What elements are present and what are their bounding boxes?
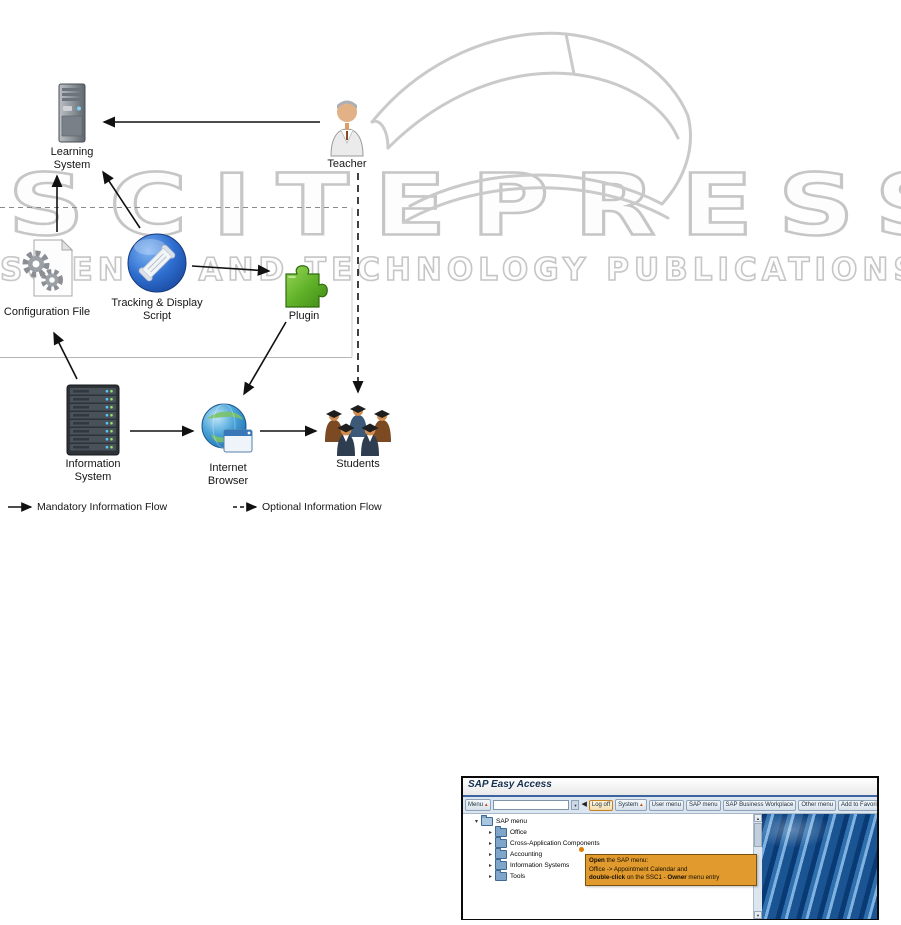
callout-dot: [579, 847, 584, 852]
sap-business-workplace-button[interactable]: SAP Business Workplace: [722, 799, 797, 811]
tracking-script-label: Tracking & Display Script: [111, 297, 203, 322]
sap-water-wallpaper: [762, 814, 877, 919]
tree-item-accounting[interactable]: ▸ Accounting: [463, 848, 753, 860]
tree-item-label: SAP menu: [496, 818, 527, 825]
open-book-watermark-graphic: [370, 31, 692, 224]
system-button[interactable]: System▲: [615, 799, 647, 811]
teacher-icon: [330, 100, 364, 157]
menu-dropdown-icon: ▲: [484, 802, 489, 807]
tree-item-office[interactable]: ▸ Office: [463, 826, 753, 838]
sap-easy-access-window: SAP Easy Access Menu▲ ▾ ◀ Log off System…: [461, 776, 879, 920]
tree-item-tools[interactable]: ▸ Tools: [463, 870, 753, 882]
sap-menu-button[interactable]: SAP menu: [685, 799, 721, 811]
folder-icon: [495, 870, 507, 881]
students-icon: [325, 405, 391, 456]
internet-browser-icon: [201, 403, 253, 453]
tree-item-label: Tools: [510, 873, 526, 880]
scroll-down-icon[interactable]: ▼: [754, 911, 762, 919]
internet-browser-label: Internet Browser: [207, 462, 249, 487]
tree-item-information-systems[interactable]: ▸ Information Systems: [463, 859, 753, 871]
add-to-favorites-button[interactable]: Add to Favorites: [838, 799, 877, 811]
expander-closed-icon[interactable]: ▸: [488, 830, 492, 836]
configuration-file-icon: [22, 238, 74, 297]
menu-button[interactable]: Menu▲: [465, 799, 492, 811]
diagram-arrows: [0, 116, 364, 512]
tutorial-callout: Open the SAP menu: Office -> Appointment…: [585, 854, 757, 886]
sap-main-area: ▾ SAP menu ▸ Office ▸ Cross-Application …: [463, 814, 877, 919]
students-label: Students: [336, 458, 380, 470]
learning-system-label: Learning System: [50, 146, 94, 171]
folder-icon: [495, 837, 507, 848]
legend-optional-label: Optional Information Flow: [262, 501, 382, 513]
tree-item-label: Office: [510, 829, 527, 836]
sap-toolbar: Menu▲ ▾ ◀ Log off System▲ User menu SAP …: [463, 797, 877, 814]
expander-closed-icon[interactable]: ▸: [488, 874, 492, 880]
plugin-icon: [285, 265, 328, 308]
expander-closed-icon[interactable]: ▸: [488, 852, 492, 858]
tree-item-label: Cross-Application Components: [510, 840, 600, 847]
configuration-file-label: Configuration File: [3, 306, 91, 318]
expander-closed-icon[interactable]: ▸: [488, 863, 492, 869]
tree-item-sap-menu[interactable]: ▾ SAP menu: [463, 815, 753, 827]
teacher-label: Teacher: [327, 158, 367, 170]
expander-open-icon[interactable]: ▾: [474, 819, 478, 825]
information-system-icon: [66, 384, 120, 456]
plugin-label: Plugin: [288, 310, 320, 322]
tree-item-label: Information Systems: [510, 862, 570, 869]
command-input[interactable]: [493, 800, 570, 810]
information-system-label: Information System: [65, 458, 121, 483]
other-menu-button[interactable]: Other menu: [798, 799, 837, 811]
system-dropdown-icon: ▲: [639, 802, 644, 807]
command-dropdown-icon[interactable]: ▾: [571, 800, 580, 810]
back-icon[interactable]: ◀: [581, 801, 587, 808]
expander-closed-icon[interactable]: ▸: [488, 841, 492, 847]
scrollbar-thumb[interactable]: [754, 823, 762, 847]
user-menu-button[interactable]: User menu: [648, 799, 684, 811]
log-off-button[interactable]: Log off: [588, 799, 614, 811]
tracking-script-icon: [127, 233, 187, 293]
learning-system-icon: [58, 83, 86, 143]
folder-icon: [495, 826, 507, 837]
tooltip-line-1: Open the SAP menu:: [589, 857, 649, 864]
tree-item-cross-application[interactable]: ▸ Cross-Application Components: [463, 837, 753, 849]
tooltip-line-3: double-click on the SSC1 - Owner menu en…: [589, 874, 720, 881]
open-folder-icon: [481, 815, 493, 826]
scroll-up-icon[interactable]: ▲: [754, 814, 762, 822]
sap-window-title: SAP Easy Access: [463, 778, 877, 797]
legend-mandatory-label: Mandatory Information Flow: [37, 501, 168, 513]
architecture-diagram: Learning System Teacher Configuration Fi…: [0, 0, 460, 525]
folder-icon: [495, 848, 507, 859]
folder-icon: [495, 859, 507, 870]
tooltip-line-2: Office -> Appointment Calendar and: [589, 865, 688, 873]
tree-item-label: Accounting: [510, 851, 543, 858]
